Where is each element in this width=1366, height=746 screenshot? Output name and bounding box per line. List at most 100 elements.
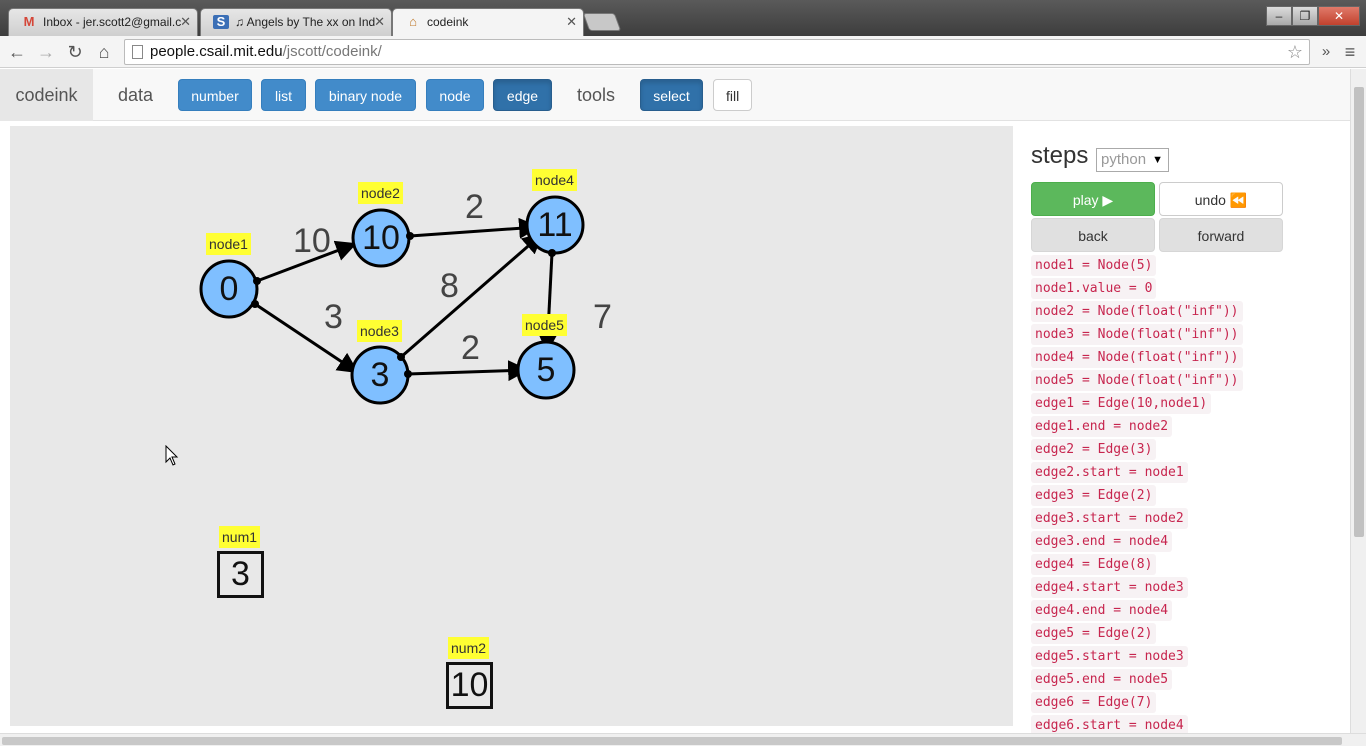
code-line[interactable]: node2 = Node(float("inf")) bbox=[1031, 301, 1243, 322]
number-button[interactable]: number bbox=[178, 79, 252, 111]
code-line[interactable]: edge2.start = node1 bbox=[1031, 462, 1188, 483]
graph-drawing bbox=[199, 195, 585, 405]
page-icon bbox=[132, 45, 143, 59]
edge4-arrow[interactable] bbox=[400, 232, 544, 359]
node2-tag: node2 bbox=[358, 182, 403, 204]
code-line[interactable]: edge1.end = node2 bbox=[1031, 416, 1173, 437]
s-icon: S bbox=[213, 15, 229, 29]
tab-label: ♫ Angels by The xx on Ind bbox=[235, 15, 376, 29]
tab-music[interactable]: S ♫ Angels by The xx on Ind ✕ bbox=[200, 8, 392, 36]
app-navbar: codeink data number list binary node nod… bbox=[0, 69, 1366, 121]
code-line[interactable]: edge3.start = node2 bbox=[1031, 508, 1188, 529]
maximize-button[interactable]: ❐ bbox=[1292, 6, 1318, 26]
code-line[interactable]: edge1 = Edge(10,node1) bbox=[1031, 393, 1212, 414]
back-arrow-icon[interactable]: ← bbox=[8, 42, 26, 62]
tools-label: tools bbox=[577, 85, 616, 105]
brand-logo[interactable]: codeink bbox=[0, 69, 93, 121]
back-button[interactable]: back bbox=[1031, 218, 1155, 252]
tab-codeink[interactable]: ⌂ codeink ✕ bbox=[392, 8, 584, 36]
reload-icon[interactable]: ↻ bbox=[67, 42, 83, 62]
home-icon[interactable]: ⌂ bbox=[98, 42, 110, 62]
edge5-weight: 2 bbox=[461, 329, 480, 367]
node5-circle[interactable] bbox=[516, 340, 576, 400]
edge1-arrow[interactable] bbox=[256, 240, 357, 283]
minimize-button[interactable]: – bbox=[1266, 6, 1292, 26]
language-select[interactable]: python ▼ bbox=[1096, 148, 1169, 172]
code-line[interactable]: edge5.start = node3 bbox=[1031, 646, 1188, 667]
code-line[interactable]: edge4.end = node4 bbox=[1031, 600, 1173, 621]
edge5-arrow[interactable] bbox=[407, 360, 530, 382]
code-line[interactable]: edge4 = Edge(8) bbox=[1031, 554, 1157, 575]
code-line[interactable]: node5 = Node(float("inf")) bbox=[1031, 370, 1243, 391]
chevron-down-icon: ▼ bbox=[1152, 154, 1163, 166]
code-line[interactable]: node3 = Node(float("inf")) bbox=[1031, 324, 1243, 345]
code-line[interactable]: edge5 = Edge(2) bbox=[1031, 623, 1157, 644]
close-window-button[interactable]: ✕ bbox=[1318, 6, 1360, 26]
list-button[interactable]: list bbox=[261, 79, 306, 111]
forward-arrow-icon[interactable]: → bbox=[37, 42, 55, 62]
undo-button[interactable]: undo ⏪ bbox=[1159, 182, 1283, 216]
forward-button[interactable]: forward bbox=[1159, 218, 1283, 252]
vertical-scrollbar[interactable] bbox=[1350, 69, 1366, 733]
node1-circle[interactable] bbox=[199, 259, 259, 319]
url-host: people.csail.mit.edu bbox=[150, 43, 283, 60]
fill-button[interactable]: fill bbox=[713, 79, 752, 111]
code-steps-list: node1 = Node(5) node1.value = 0 node2 = … bbox=[1031, 255, 1331, 735]
num1-box[interactable]: 3 bbox=[217, 551, 264, 598]
menu-icon[interactable]: ≡ bbox=[1344, 42, 1356, 62]
node-button[interactable]: node bbox=[426, 79, 484, 111]
edge1-weight: 10 bbox=[293, 222, 331, 260]
code-line[interactable]: edge6.start = node4 bbox=[1031, 715, 1188, 735]
edge-endpoint bbox=[397, 353, 405, 361]
close-icon[interactable]: ✕ bbox=[374, 14, 385, 29]
browser-tabstrip: M Inbox - jer.scott2@gmail.c ✕ S ♫ Angel… bbox=[0, 0, 1366, 36]
horizontal-scrollbar[interactable] bbox=[0, 733, 1366, 746]
close-icon[interactable]: ✕ bbox=[180, 14, 191, 29]
edge3-arrow[interactable] bbox=[409, 217, 541, 239]
extensions-overflow-icon[interactable]: » bbox=[1321, 43, 1331, 60]
scrollbar-thumb[interactable] bbox=[2, 737, 1342, 745]
code-line[interactable]: node1 = Node(5) bbox=[1031, 255, 1157, 276]
code-line[interactable]: edge3.end = node4 bbox=[1031, 531, 1173, 552]
code-line[interactable]: edge5.end = node5 bbox=[1031, 669, 1173, 690]
code-line[interactable]: edge2 = Edge(3) bbox=[1031, 439, 1157, 460]
select-button[interactable]: select bbox=[640, 79, 703, 111]
code-line[interactable]: edge4.start = node3 bbox=[1031, 577, 1188, 598]
bookmark-star-icon[interactable]: ☆ bbox=[1286, 42, 1303, 62]
edge-endpoint bbox=[404, 370, 412, 378]
edge6-weight: 7 bbox=[593, 298, 612, 336]
node5-value: 5 bbox=[536, 351, 556, 389]
play-button[interactable]: play ▶ bbox=[1031, 182, 1155, 216]
node5-tag: node5 bbox=[522, 314, 567, 336]
node4-value: 11 bbox=[537, 206, 573, 244]
gmail-icon: M bbox=[23, 14, 35, 29]
url-path: /jscott/codeink/ bbox=[282, 43, 382, 60]
code-line[interactable]: edge6 = Edge(7) bbox=[1031, 692, 1157, 713]
tab-label: Inbox - jer.scott2@gmail.c bbox=[43, 15, 182, 29]
node1-tag: node1 bbox=[206, 233, 251, 255]
edge-endpoint bbox=[253, 277, 261, 285]
node3-tag: node3 bbox=[357, 320, 402, 342]
drawing-canvas[interactable]: 0 10 3 11 5 node1 node2 node3 node4 node… bbox=[10, 126, 1013, 726]
steps-title: steps bbox=[1031, 142, 1089, 169]
binary-node-button[interactable]: binary node bbox=[315, 79, 416, 111]
node2-value: 10 bbox=[362, 219, 400, 257]
tab-gmail-inbox[interactable]: M Inbox - jer.scott2@gmail.c ✕ bbox=[8, 8, 198, 36]
close-icon[interactable]: ✕ bbox=[566, 14, 577, 29]
edge-button[interactable]: edge bbox=[493, 79, 552, 111]
mouse-cursor-icon bbox=[165, 445, 179, 466]
scrollbar-thumb[interactable] bbox=[1354, 87, 1364, 537]
tab-label: codeink bbox=[427, 15, 469, 29]
address-bar[interactable]: people.csail.mit.edu/jscott/codeink/ ☆ bbox=[124, 39, 1310, 65]
num2-box[interactable]: 10 bbox=[446, 662, 493, 709]
edge2-arrow[interactable] bbox=[254, 302, 359, 374]
edge-endpoint bbox=[251, 300, 259, 308]
edge6-arrow[interactable] bbox=[537, 252, 559, 354]
document-icon: ⌂ bbox=[409, 14, 417, 29]
code-line[interactable]: node1.value = 0 bbox=[1031, 278, 1157, 299]
new-tab-button[interactable] bbox=[582, 13, 622, 31]
language-select-value: python bbox=[1101, 151, 1147, 168]
code-line[interactable]: edge3 = Edge(2) bbox=[1031, 485, 1157, 506]
code-line[interactable]: node4 = Node(float("inf")) bbox=[1031, 347, 1243, 368]
node3-value: 3 bbox=[370, 356, 390, 394]
